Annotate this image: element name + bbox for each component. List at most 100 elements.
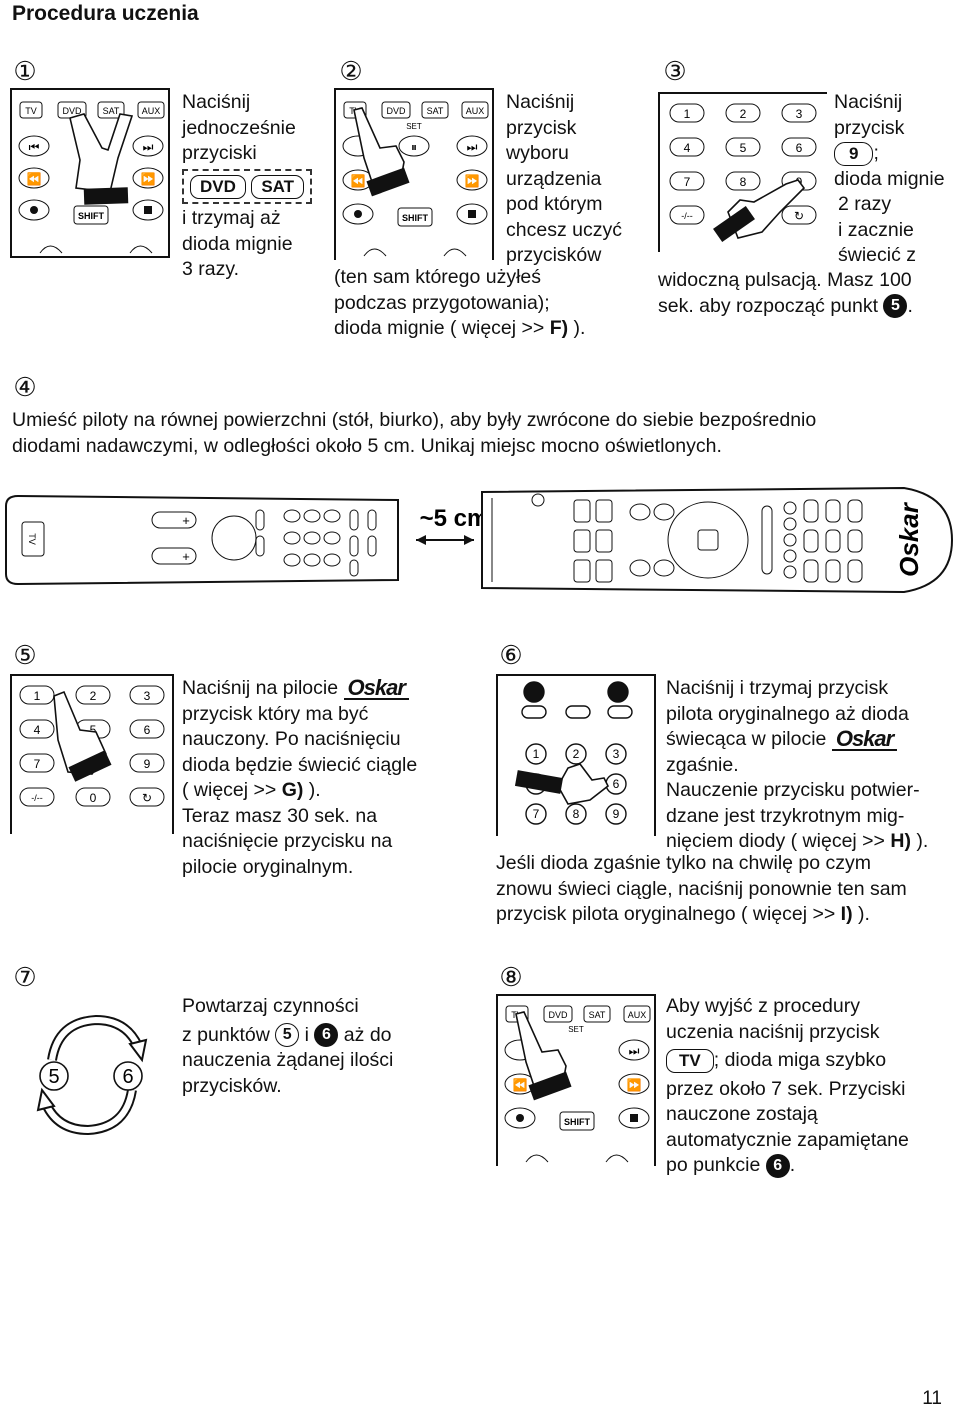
remote-labels-digits-6: 7 bbox=[34, 757, 41, 771]
steps-s5-t8: pilocie oryginalnym. bbox=[182, 855, 354, 878]
steps-s5-t3: nauczony. Po naciśnięciu bbox=[182, 728, 401, 750]
steps-s1-t5: dioda mignie bbox=[182, 232, 293, 255]
steps-s6-t4: zgaśnie. bbox=[666, 753, 739, 776]
steps-s5-t5-ref: G) bbox=[281, 779, 304, 801]
steps-s6-t7: nięciem diody ( więcej >> bbox=[666, 830, 891, 852]
ref-step-6-icon: 6 bbox=[765, 1153, 790, 1178]
remote-labels-digits-7: 8 bbox=[573, 807, 580, 821]
step-2-text-right: Naciśnij przycisk wyboru urządzenia pod … bbox=[506, 90, 622, 269]
steps-s4-t2: diodami nadawczymi, w odległości około 5… bbox=[12, 434, 722, 457]
dvd-sat-key-group: DVD SAT bbox=[182, 168, 313, 204]
step-3-number: ③ bbox=[663, 56, 687, 86]
oskar-logo-remote: Oskar bbox=[894, 501, 924, 577]
steps-s4-t1: Umieść piloty na równej powierzchni (stó… bbox=[12, 409, 817, 431]
tv-key-icon: TV bbox=[666, 1049, 714, 1073]
steps-s7-t2a: z punktów bbox=[182, 1023, 276, 1046]
aux-key-label: AUX bbox=[142, 106, 161, 116]
step-2-remote-illustration: TV DVD SAT AUX SET ⏸ ⏭ ⏪ ⏩ SHIFT bbox=[334, 88, 494, 260]
steps-s1-t1: Naciśnij bbox=[182, 91, 251, 113]
steps-s6-t3: świecąca w pilocie bbox=[666, 728, 832, 750]
step-3-keypad-illustration: 1 2 3 4 5 6 7 8 9 -/-- ↻ bbox=[658, 92, 828, 252]
svg-text:⏭: ⏭ bbox=[629, 1044, 640, 1058]
svg-text:↻: ↻ bbox=[794, 209, 804, 223]
steps-s8-t7: po punkcie bbox=[666, 1154, 766, 1176]
steps-s8-t5: nauczone zostają bbox=[666, 1103, 818, 1125]
steps-s6-t6: dzane jest trzykrotnym mig- bbox=[666, 804, 905, 827]
svg-text:+: + bbox=[182, 549, 190, 564]
remote-labels-dvd: DVD bbox=[548, 1010, 568, 1020]
steps-s8-t7-end: . bbox=[789, 1154, 796, 1176]
steps-s6-t5: Nauczenie przycisku potwier- bbox=[666, 779, 920, 801]
steps-s5-t2: przycisk który ma być bbox=[182, 702, 369, 725]
step-4-text: Umieść piloty na równej powierzchni (stó… bbox=[12, 408, 952, 459]
steps-s1-t6: 3 razy. bbox=[182, 258, 240, 280]
steps-s2-t5: pod którym bbox=[506, 193, 603, 215]
remote-labels-digits-0: 1 bbox=[684, 107, 691, 121]
step-8-remote-illustration: TV DVD SAT AUX SET ⏭ ⏪ ⏩ SHIFT bbox=[496, 994, 656, 1166]
remote-labels-digits-5: 6 bbox=[796, 141, 803, 155]
steps-s2-t2: przycisk bbox=[506, 116, 577, 139]
steps-s6-t10-end: ). bbox=[852, 903, 870, 925]
steps-s3-t4: dioda mignie bbox=[834, 167, 945, 190]
step-2-text-bottom: (ten sam którego użyłeś podczas przygoto… bbox=[334, 265, 585, 342]
distance-label: ~5 cm bbox=[420, 505, 489, 532]
step-8-text: Aby wyjść z procedury uczenia naciśnij p… bbox=[666, 994, 909, 1179]
steps-s3-t7: świecić z bbox=[838, 244, 917, 266]
svg-text:⏪: ⏪ bbox=[513, 1078, 528, 1092]
svg-text:⏪: ⏪ bbox=[351, 174, 366, 188]
steps-s1-t4: i trzymaj aż bbox=[182, 207, 281, 229]
step-1-text: Naciśnij jednocześnie przyciski DVD SAT … bbox=[182, 90, 313, 283]
oskar-logo: Oskar bbox=[831, 727, 898, 751]
remote-labels-digits-5: 6 bbox=[144, 723, 151, 737]
remote-labels-digits-2: 3 bbox=[144, 689, 151, 703]
steps-s6-t8: Jeśli dioda zgaśnie tylko na chwilę po c… bbox=[496, 852, 872, 874]
ref-step-5-icon: 5 bbox=[883, 294, 908, 319]
steps-s2-t1: Naciśnij bbox=[506, 91, 575, 113]
remote-labels-shift: SHIFT bbox=[402, 213, 429, 223]
key-9-icon: 9 bbox=[834, 142, 874, 166]
svg-text:⏸: ⏸ bbox=[411, 140, 417, 154]
steps-s3-t6: i zacznie bbox=[838, 218, 914, 241]
step-7-number: ⑦ bbox=[13, 962, 37, 992]
remote-labels-tv: TV bbox=[27, 533, 37, 545]
remote-labels-set: SET bbox=[568, 1025, 584, 1034]
steps-s5-t7: naciśnięcie przycisku na bbox=[182, 830, 393, 852]
page-title: Procedura uczenia bbox=[12, 2, 199, 25]
remote-labels-digits-5: 6 bbox=[613, 777, 620, 791]
steps-s2-t10-ref: F) bbox=[549, 317, 569, 339]
remote-labels-sat: SAT bbox=[589, 1010, 606, 1020]
step-6-number: ⑥ bbox=[499, 640, 523, 670]
remote-labels-digits-8: 9 bbox=[613, 807, 620, 821]
remote-labels-digits-9: -/-- bbox=[681, 211, 693, 221]
svg-text:⏩: ⏩ bbox=[627, 1078, 642, 1092]
steps-s3-t9-end: . bbox=[907, 294, 913, 317]
step-6-text-bottom: Jeśli dioda zgaśnie tylko na chwilę po c… bbox=[496, 851, 907, 928]
remote-labels-aux: AUX bbox=[466, 106, 485, 116]
svg-text:⏩: ⏩ bbox=[141, 172, 156, 186]
remote-labels-digits-0: 1 bbox=[34, 689, 41, 703]
remote-labels-digits-1: 2 bbox=[90, 689, 97, 703]
steps-s6-t2: pilota oryginalnego aż dioda bbox=[666, 702, 909, 725]
steps-s7-t2b: i bbox=[299, 1023, 315, 1046]
svg-text:⏭: ⏭ bbox=[467, 140, 478, 154]
step-7-cycle-illustration: 5 6 bbox=[34, 1012, 150, 1138]
steps-s7-t4: przycisków. bbox=[182, 1074, 282, 1097]
steps-s6-t10-ref: I) bbox=[840, 903, 853, 925]
steps-s3-t5: 2 razy bbox=[838, 193, 892, 215]
svg-text:⏮: ⏮ bbox=[29, 140, 40, 154]
steps-s7-t3: nauczenia żądanej ilości bbox=[182, 1049, 394, 1071]
remote-labels-dvd: DVD bbox=[386, 106, 406, 116]
cycle-step-6: 6 bbox=[122, 1066, 133, 1088]
steps-s2-t3: wyboru bbox=[506, 142, 569, 164]
step-1-remote-illustration: TV DVD SAT AUX ⏮ ⏭ ⏪ ⏩ SHIFT bbox=[10, 88, 170, 258]
remote-labels-digits-2: 3 bbox=[796, 107, 803, 121]
remote-labels-digits-1: 2 bbox=[740, 107, 747, 121]
steps-s7-t2c: aż do bbox=[338, 1023, 392, 1046]
shift-key-label: SHIFT bbox=[78, 211, 105, 221]
steps-s1-t3: przyciski bbox=[182, 142, 257, 164]
steps-s5-t4: dioda będzie świecić ciągle bbox=[182, 753, 418, 776]
step-5-keypad-illustration: 1 2 3 4 5 6 7 9 -/-- 0 ↻ bbox=[10, 674, 174, 834]
step-6-original-remote-illustration: 123 46 789 bbox=[496, 674, 656, 836]
steps-s5-t5: ( więcej >> bbox=[182, 779, 282, 801]
steps-s2-t4: urządzenia bbox=[506, 167, 602, 190]
